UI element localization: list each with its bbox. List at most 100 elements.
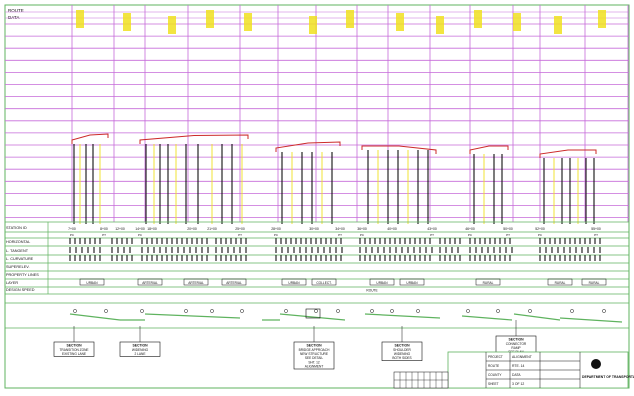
- design-box: [183, 278, 209, 286]
- callout-title: SECTION: [132, 344, 148, 348]
- callout-line: SEE DETAIL: [305, 356, 323, 360]
- alignment-node: [314, 309, 318, 313]
- grade-line: [275, 141, 341, 152]
- row-label-tangent: L. TANGENT: [6, 249, 29, 253]
- design-label: URBAN: [86, 281, 98, 285]
- callout-line: RAMP: [511, 346, 520, 350]
- design-box: [475, 278, 501, 286]
- design-label: ARTERIAL: [142, 281, 158, 285]
- station-code: PC: [138, 233, 143, 237]
- station-code: PC: [468, 233, 473, 237]
- alignment-row: [5, 302, 629, 329]
- row-label-layer: LAYER: [6, 281, 18, 285]
- band-lines: [5, 221, 629, 295]
- callout-line: WIDENING: [394, 352, 411, 356]
- alignment-node: [528, 309, 532, 313]
- callout-line: WIDENING: [132, 348, 149, 352]
- alignment-node: [210, 309, 214, 313]
- callout-title: SECTION: [306, 344, 322, 348]
- design-box: [369, 278, 395, 286]
- alignment-node: [370, 309, 374, 313]
- route-row-label: ROUTE: [366, 289, 377, 293]
- callout-line: BOTH SIDES: [392, 356, 411, 360]
- station-label: 12+00: [115, 227, 125, 231]
- station-flag: [513, 13, 521, 31]
- station-label: 7+00: [68, 227, 76, 231]
- station-flag: [396, 13, 404, 31]
- station-label: 46+00: [465, 227, 475, 231]
- design-box: [137, 278, 163, 286]
- alignment-node: [336, 309, 340, 313]
- station-label: 28+00: [271, 227, 281, 231]
- design-label: RURAL: [589, 281, 600, 285]
- station-label: 55+00: [591, 227, 601, 231]
- title-field-value: 3 OF 12: [512, 382, 524, 386]
- station-code: PT: [594, 233, 598, 237]
- station-label: 52+00: [535, 227, 545, 231]
- station-flag: [168, 16, 176, 34]
- callout-line: 2 LANE: [135, 352, 146, 356]
- design-label: RURAL: [483, 281, 494, 285]
- title-field-label: ROUTE: [488, 364, 499, 368]
- callout-line: NEW STRUCTURE: [300, 352, 328, 356]
- grade-line: [469, 145, 509, 154]
- row-label-horizontal: HORIZONTAL: [6, 240, 30, 244]
- alignment-segment: [279, 313, 346, 321]
- alignment-node: [284, 309, 288, 313]
- alignment-node: [496, 309, 500, 313]
- callout-title: SECTION: [66, 344, 82, 348]
- station-code: PC: [360, 233, 365, 237]
- design-box: [311, 278, 337, 286]
- callout-box: [119, 341, 161, 357]
- alignment-node: [570, 309, 574, 313]
- grade-line: [71, 133, 109, 144]
- station-label: 20+00: [187, 227, 197, 231]
- grade-line: [139, 134, 249, 144]
- station-flag: [244, 13, 252, 31]
- design-box: [221, 278, 247, 286]
- station-label: 36+00: [357, 227, 367, 231]
- station-label: 43+00: [427, 227, 437, 231]
- station-label: 50+00: [503, 227, 513, 231]
- alignment-segment: [461, 315, 513, 321]
- station-flag: [598, 10, 606, 28]
- alignment-node: [466, 309, 470, 313]
- station-flags: [76, 10, 606, 34]
- title-field-label: COUNTY: [488, 373, 502, 377]
- grade-line: [361, 145, 437, 154]
- station-code: PC: [70, 233, 75, 237]
- station-label: 34+00: [335, 227, 345, 231]
- design-label: URBAN: [406, 281, 418, 285]
- title-field-value: DATA: [512, 373, 521, 377]
- station-code: PT: [102, 233, 106, 237]
- station-label: 30+00: [309, 227, 319, 231]
- station-code: PT: [238, 233, 242, 237]
- station-label: 21+00: [207, 227, 217, 231]
- alignment-node: [390, 309, 394, 313]
- alignment-segment: [69, 313, 121, 321]
- row-label-superelev: SUPERELEV.: [6, 265, 30, 269]
- alignment-segment: [513, 313, 561, 321]
- callout-line: BRIDGE APPROACH: [299, 348, 331, 352]
- design-box: [547, 278, 573, 286]
- title-field-label: PROJECT: [488, 355, 503, 359]
- callout-title: SECTION: [508, 338, 524, 342]
- station-code: PT: [430, 233, 434, 237]
- callout-line: CONNECTOR: [506, 342, 527, 346]
- agency-logo: [591, 359, 601, 369]
- callout-line: TRANSITION ZONE: [59, 348, 88, 352]
- bridge-marker: [305, 308, 321, 319]
- station-label: 8+00: [100, 227, 108, 231]
- station-label: 14+00: [135, 227, 145, 231]
- station-flag: [474, 10, 482, 28]
- alignment-node: [104, 309, 108, 313]
- station-code: PC: [274, 233, 279, 237]
- alignment-node: [416, 309, 420, 313]
- callout-box: [53, 341, 95, 357]
- design-box: [281, 278, 307, 286]
